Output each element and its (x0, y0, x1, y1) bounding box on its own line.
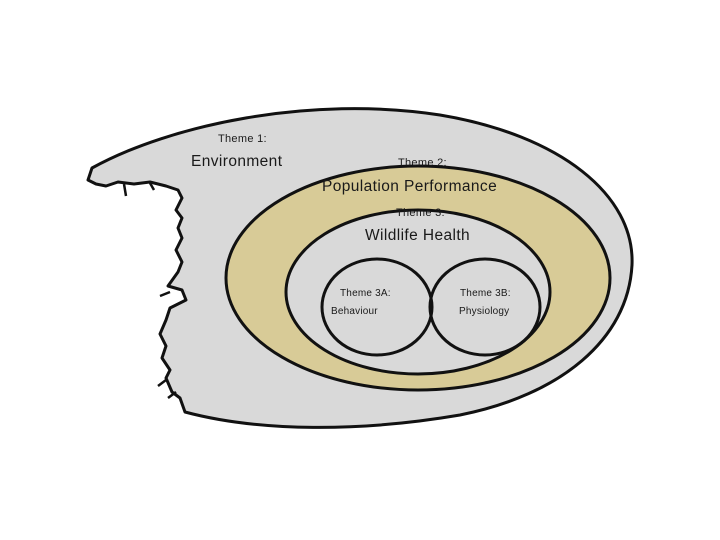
theme3a-label: Theme 3A: (340, 288, 391, 299)
theme2-name: Population Performance (322, 178, 497, 195)
theme3a-name: Behaviour (331, 306, 378, 317)
theme3b-name: Physiology (459, 306, 509, 317)
behaviour-circle (320, 257, 434, 357)
theme3b-label: Theme 3B: (460, 288, 511, 299)
wildlife-health-region (284, 208, 552, 376)
theme2-label: Theme 2: (398, 157, 447, 169)
theme1-label: Theme 1: (218, 133, 267, 145)
physiology-circle (428, 257, 542, 357)
theme1-name: Environment (191, 153, 283, 170)
theme3-name: Wildlife Health (365, 227, 470, 244)
theme3-label: Theme 3: (396, 207, 445, 219)
coastline-detail (122, 182, 177, 399)
